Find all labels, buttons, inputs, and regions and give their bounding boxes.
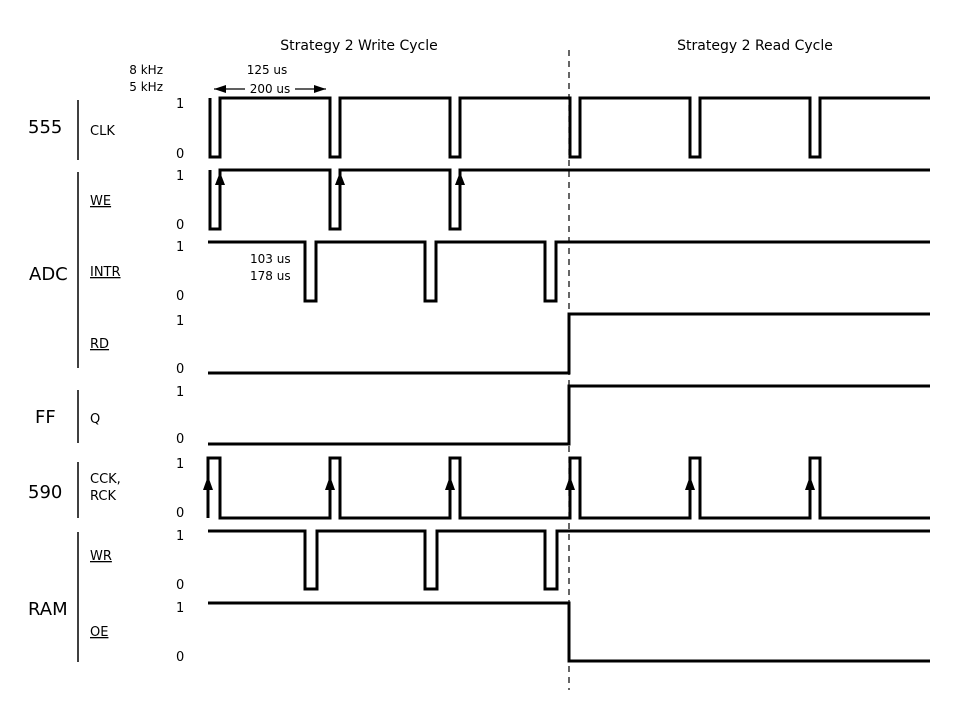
cck-rising-edge-arrow-6 (805, 476, 815, 490)
period-200us-dimension: 200 us (214, 82, 326, 96)
we-rising-edge-arrow-3 (455, 172, 465, 185)
signal-label-cck: CCK, (90, 472, 121, 487)
cck-level-high: 1 (176, 457, 184, 472)
intr-waveform (208, 240, 930, 303)
intr-178us-label: 178 us (250, 269, 291, 283)
we-rising-edge-arrow-1 (215, 172, 225, 185)
period-125us-label: 125 us (247, 63, 288, 77)
we-level-high: 1 (176, 169, 184, 184)
oe-level-high: 1 (176, 601, 184, 616)
wr-waveform (208, 529, 930, 591)
cck-rising-edge-arrow-5 (685, 476, 695, 490)
we-rising-edge-arrow-2 (335, 172, 345, 185)
oe-waveform (208, 601, 930, 663)
signal-label-oe: OE (90, 625, 108, 640)
we-level-low: 0 (176, 218, 184, 233)
clk-level-high: 1 (176, 97, 184, 112)
cck-rising-edge-arrow-2 (325, 476, 335, 490)
rd-level-high: 1 (176, 314, 184, 329)
q-level-low: 0 (176, 432, 184, 447)
write-cycle-header: Strategy 2 Write Cycle (280, 38, 437, 54)
q-level-high: 1 (176, 385, 184, 400)
group-label-555: 555 (28, 117, 62, 138)
signal-label-rck: RCK (90, 489, 116, 504)
period-200us-label: 200 us (250, 82, 291, 96)
intr-103us-label: 103 us (250, 252, 291, 266)
cck-rck-waveform (206, 456, 930, 520)
group-label-590: 590 (28, 482, 62, 503)
group-label-ram: RAM (28, 599, 68, 620)
q-waveform (208, 384, 930, 446)
cck-level-low: 0 (176, 506, 184, 521)
group-label-ff: FF (35, 407, 56, 428)
signal-label-wr: WR (90, 549, 112, 564)
cck-rising-edge-arrow-1 (203, 476, 213, 490)
signal-label-we: WE (90, 194, 111, 209)
wr-level-low: 0 (176, 578, 184, 593)
freq-5khz-label: 5 kHz (129, 80, 163, 94)
we-waveform (208, 168, 930, 231)
intr-level-high: 1 (176, 240, 184, 255)
signal-label-intr: INTR (90, 265, 121, 280)
signal-label-q: Q (90, 412, 100, 427)
freq-8khz-label: 8 kHz (129, 63, 163, 77)
wr-level-high: 1 (176, 529, 184, 544)
cck-rising-edge-arrow-3 (445, 476, 455, 490)
cck-rising-edge-arrow-4 (565, 476, 575, 490)
clk-waveform (208, 96, 930, 159)
group-label-adc: ADC (29, 264, 68, 285)
clk-level-low: 0 (176, 147, 184, 162)
intr-level-low: 0 (176, 289, 184, 304)
rd-level-low: 0 (176, 362, 184, 377)
signal-label-rd: RD (90, 337, 109, 352)
oe-level-low: 0 (176, 650, 184, 665)
read-cycle-header: Strategy 2 Read Cycle (677, 38, 833, 54)
rd-waveform (208, 312, 930, 375)
signal-label-clk: CLK (90, 124, 115, 139)
